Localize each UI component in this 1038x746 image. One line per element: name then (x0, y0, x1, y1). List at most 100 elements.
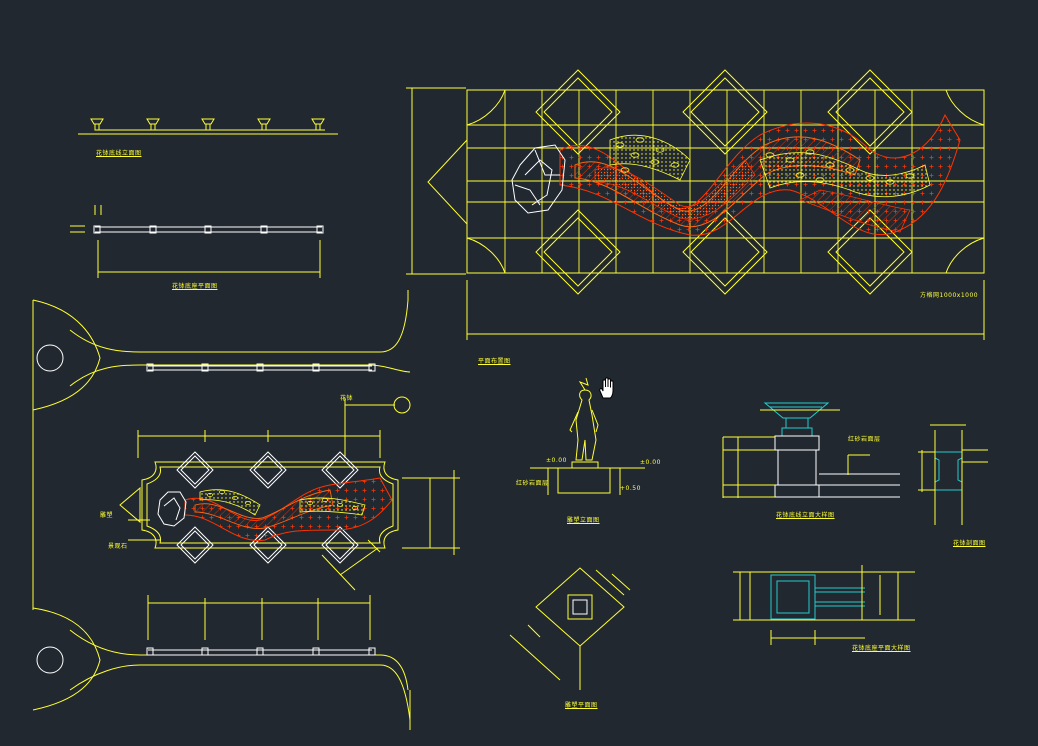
pot-plan-box (201, 363, 209, 372)
pebble (650, 159, 660, 165)
hand-cursor-icon (596, 376, 618, 400)
pot-plan-box (149, 225, 157, 234)
flower-pot-elevation (311, 118, 325, 125)
label-pot-section: 花钵剖面图 (953, 540, 986, 547)
paving-diamond-small-inner (325, 455, 355, 485)
pot-stem (205, 123, 211, 131)
label-red-stone-left: 红砂岩面层 (516, 480, 549, 487)
pebble (785, 157, 795, 163)
pebble (206, 493, 214, 497)
paving-diamond-inner (543, 217, 613, 287)
pebble (815, 177, 825, 183)
statue-elevation (530, 377, 645, 495)
paving-diamond (682, 209, 768, 295)
paving-diamond-inner (835, 77, 905, 147)
pot-plan-box (146, 647, 154, 656)
pot-stem (315, 123, 321, 131)
pot-plan-box (146, 363, 154, 372)
flower-pot-elevation (257, 118, 271, 125)
paving-diamond-small (176, 451, 214, 489)
pebble (336, 503, 344, 507)
paving-diamond-inner (690, 217, 760, 287)
plan-strip-middle (146, 363, 376, 372)
pot-plan-box (260, 225, 268, 234)
pebble (635, 137, 645, 143)
pot-plan-box (256, 647, 264, 656)
pebble (765, 152, 775, 158)
paving-diamond (682, 69, 768, 155)
pebble (620, 167, 630, 173)
pebble (905, 173, 915, 179)
pebble (244, 501, 252, 505)
pebble (231, 496, 239, 500)
label-statue-elevation: 雕塑立面图 (567, 517, 600, 524)
pot-plan-box (312, 647, 320, 656)
paving-diamond-inner (543, 77, 613, 147)
pot-plan-box (256, 363, 264, 372)
pot-plan-box (204, 225, 212, 234)
paving-diamond-small (321, 526, 359, 564)
pebble (865, 175, 875, 181)
flower-pot-elevation (146, 118, 160, 125)
statue-plan (509, 567, 631, 690)
flower-pot-elevation (201, 118, 215, 125)
paving-diamond-small (249, 451, 287, 489)
pot-stem (261, 123, 267, 131)
river-ribbon-secondary (184, 477, 393, 542)
paving-diamond (535, 69, 621, 155)
paving-diamond (827, 209, 913, 295)
pebble (218, 490, 226, 494)
pebble (845, 167, 855, 173)
label-level-2: ±0.00 (640, 459, 661, 466)
pot-plan-box (316, 225, 324, 234)
label-sculpture: 雕塑 (100, 512, 114, 519)
river-ribbon-main (559, 113, 961, 236)
plan-strip-bottom (146, 595, 376, 656)
paving-diamond (535, 209, 621, 295)
pot-plan-box (368, 647, 376, 656)
main-plan (406, 69, 985, 340)
pebble (825, 162, 835, 168)
pebble (351, 506, 359, 510)
pebble (321, 498, 329, 502)
pot-elevation-strip (78, 118, 338, 135)
pot-stem (150, 123, 156, 131)
pebble (795, 172, 805, 178)
paving-diamond-small-inner (325, 530, 355, 560)
label-elevation-top: 花钵底线立面图 (96, 150, 142, 157)
pot-plan-box (201, 647, 209, 656)
label-red-stone-right: 红砂岩面层 (848, 436, 881, 443)
pot-plan-box (93, 225, 101, 234)
pot-section (918, 424, 988, 525)
label-statue-plan: 雕塑平面图 (565, 702, 598, 709)
label-pot-detail-plan: 花钵底座平面大样图 (852, 645, 911, 652)
label-plan-main: 平面布置图 (478, 358, 511, 365)
pebble (655, 147, 665, 153)
pebble (306, 501, 314, 505)
secondary-plan (119, 396, 460, 591)
pot-elevation-detail (722, 402, 900, 498)
flower-pot-elevation (90, 118, 104, 125)
pebble (805, 149, 815, 155)
label-grid-note: 方格网1000x1000 (920, 292, 979, 299)
paving-diamond-small-inner (180, 455, 210, 485)
label-pot-detail-elevation: 花钵底线立面大样图 (776, 512, 835, 519)
pot-stem (94, 123, 100, 131)
label-flower-pot: 花钵 (340, 395, 354, 402)
pebble (615, 142, 625, 148)
paving-diamond-small (176, 526, 214, 564)
paving-diamond-small-inner (180, 530, 210, 560)
label-stone-rock: 景观石 (108, 543, 128, 550)
rock-sketch-main (511, 144, 566, 214)
paving-diamond-inner (835, 217, 905, 287)
pot-base-plan-detail (733, 565, 915, 645)
site-boundary (32, 290, 411, 730)
label-level-3: +0.50 (620, 485, 641, 492)
label-level-1: ±0.00 (546, 457, 567, 464)
pot-plan-box (368, 363, 376, 372)
pebble (885, 179, 895, 185)
pot-plan-strip (70, 205, 324, 278)
pebble (630, 152, 640, 158)
pebble (670, 162, 680, 168)
